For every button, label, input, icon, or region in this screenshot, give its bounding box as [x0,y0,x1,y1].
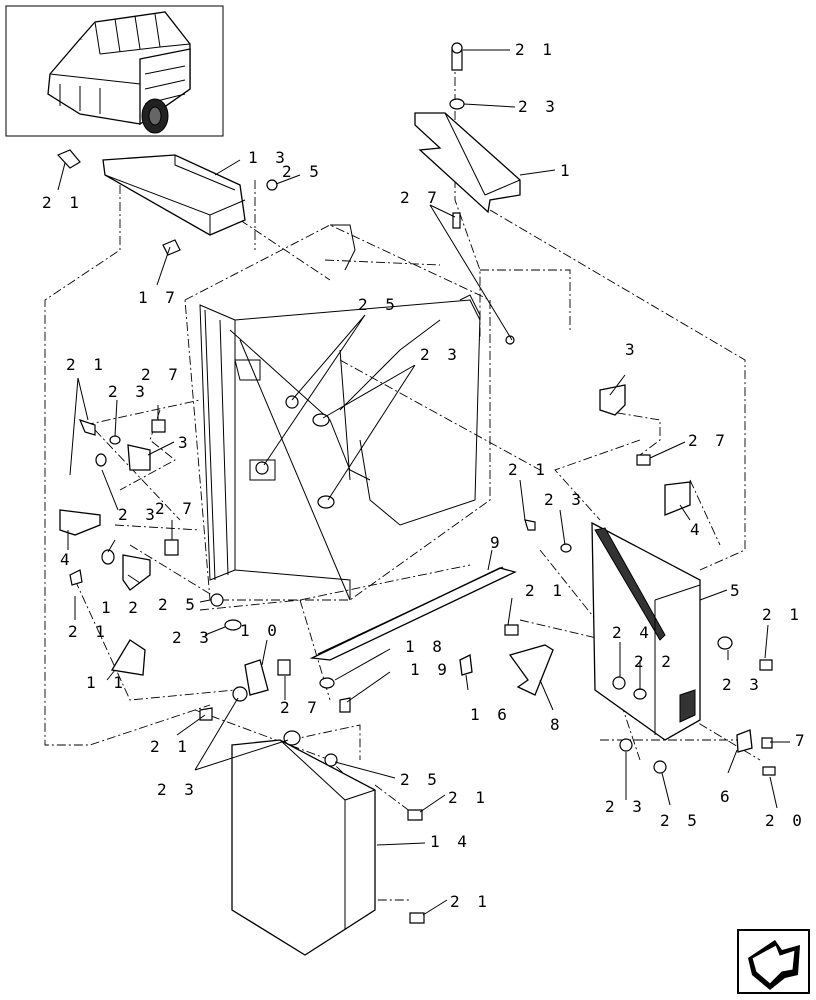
callout-25: 2 5 [158,595,199,614]
callout-3: 3 [625,340,639,359]
callout-25: 2 5 [358,295,399,314]
callout-18: 1 8 [405,637,446,656]
callout-25: 2 5 [400,770,441,789]
callouts: 2 1 2 3 1 1 3 2 5 2 1 2 7 1 7 2 5 2 3 2 … [42,40,809,911]
part-13-cover [102,154,246,236]
callout-7: 7 [795,731,809,750]
callout-4: 4 [690,520,704,539]
callout-19: 1 9 [410,660,451,679]
part-14-panel [231,739,376,956]
callout-25: 2 5 [282,162,323,181]
part-1-cover [414,112,521,214]
callout-23: 2 3 [118,505,159,524]
callout-4: 4 [60,550,74,569]
callout-21: 2 1 [66,355,107,374]
callout-21: 2 1 [450,892,491,911]
callout-25: 2 5 [660,811,701,830]
callout-24: 2 4 [612,623,653,642]
callout-23: 2 3 [544,490,585,509]
brackets [59,384,753,753]
callout-20: 2 0 [765,811,806,830]
callout-21: 2 1 [515,40,556,59]
callout-21: 2 1 [448,788,489,807]
callout-21: 2 1 [68,622,109,641]
callout-27: 2 7 [400,188,441,207]
callout-8: 8 [550,715,564,734]
callout-21: 2 1 [762,605,803,624]
callout-21: 2 1 [42,193,83,212]
callout-23: 2 3 [518,97,559,116]
callout-1: 1 [560,161,574,180]
callout-10: 1 0 [240,621,281,640]
callout-23: 2 3 [108,382,149,401]
callout-23: 2 3 [172,628,213,647]
callout-12: 1 2 [101,598,142,617]
callout-21: 2 1 [525,581,566,600]
callout-3: 3 [178,433,192,452]
callout-13: 1 3 [248,148,289,167]
callout-27: 2 7 [688,431,729,450]
callout-6: 6 [720,787,734,806]
callout-23: 2 3 [420,345,461,364]
callout-22: 2 2 [634,652,675,671]
callout-9: 9 [490,533,504,552]
callout-27: 2 7 [155,499,196,518]
callout-14: 1 4 [430,832,471,851]
callout-21: 2 1 [508,460,549,479]
callout-23: 2 3 [722,675,763,694]
main-frame [184,224,491,601]
callout-27: 2 7 [280,698,321,717]
callout-23: 2 3 [157,780,198,799]
callout-27: 2 7 [141,365,182,384]
machine-thumbnail [5,5,224,137]
callout-21: 2 1 [150,737,191,756]
leader-lines [57,49,790,916]
next-page-arrow-icon[interactable] [737,929,810,994]
part-9-strip [309,566,517,661]
callout-11: 1 1 [86,673,127,692]
callout-23: 2 3 [605,797,646,816]
callout-17: 1 7 [138,288,179,307]
callout-5: 5 [730,581,744,600]
callout-16: 1 6 [470,705,511,724]
